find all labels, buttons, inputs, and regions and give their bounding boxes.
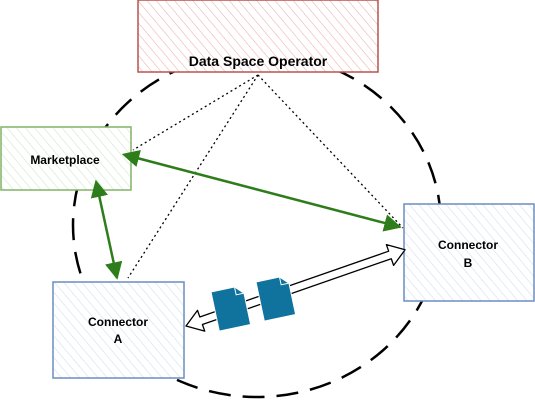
document-icon (210, 286, 252, 332)
data-transfer-arrow (185, 243, 406, 332)
marketplace-box[interactable]: Marketplace (0, 126, 132, 191)
connector-b-label-line2: B (464, 256, 473, 270)
operator-to-marketplace-line (132, 74, 259, 151)
marketplace-connector-a-arrow (90, 179, 123, 280)
marketplace-connector-b-arrow (121, 149, 402, 232)
data-space-operator-label: Data Space Operator (189, 53, 328, 69)
connector-a-label-line2: A (114, 332, 123, 346)
operator-to-connector-a-line (127, 74, 259, 279)
connector-b-box[interactable]: Connector B (403, 203, 535, 302)
operator-links (127, 74, 404, 279)
connector-b-label-line1: Connector (438, 238, 498, 252)
connector-a-box[interactable]: Connector A (52, 281, 185, 379)
data-space-operator-box[interactable]: Data Space Operator (137, 0, 379, 73)
document-icon (255, 276, 297, 322)
marketplace-label: Marketplace (30, 153, 100, 167)
connector-a-label-line1: Connector (88, 315, 148, 329)
